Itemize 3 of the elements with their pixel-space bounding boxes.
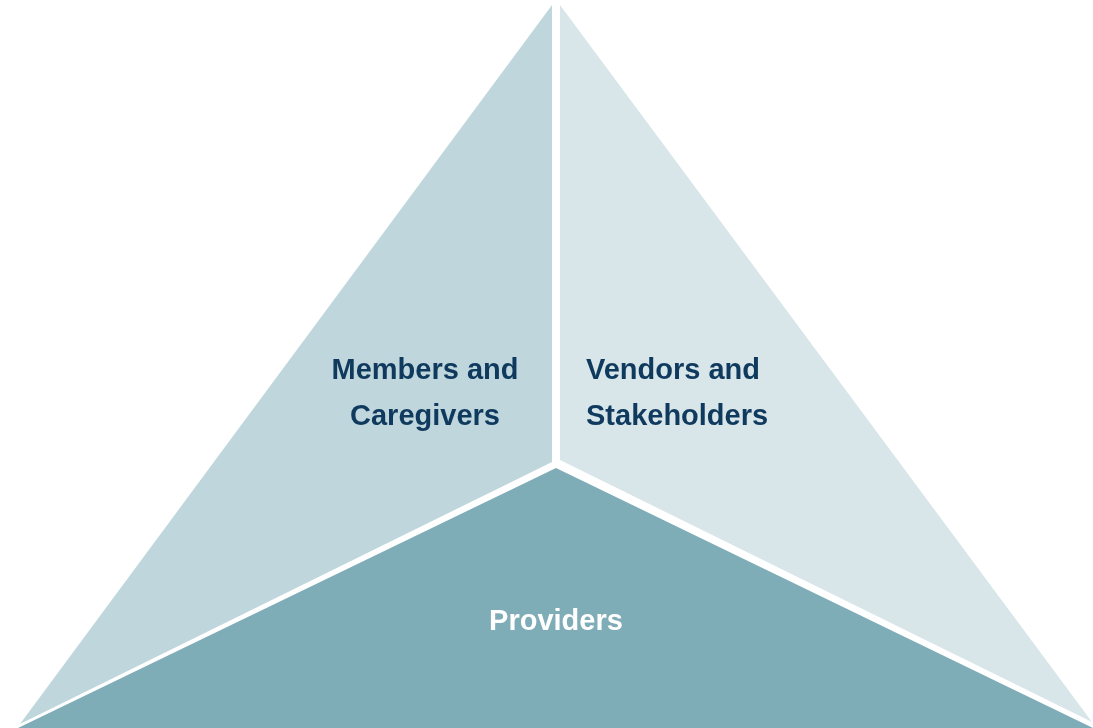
segment-label: Providers [488, 603, 624, 638]
segment-label: Vendors and Stakeholders [586, 352, 770, 433]
segment-label: Members and Caregivers [330, 352, 520, 433]
